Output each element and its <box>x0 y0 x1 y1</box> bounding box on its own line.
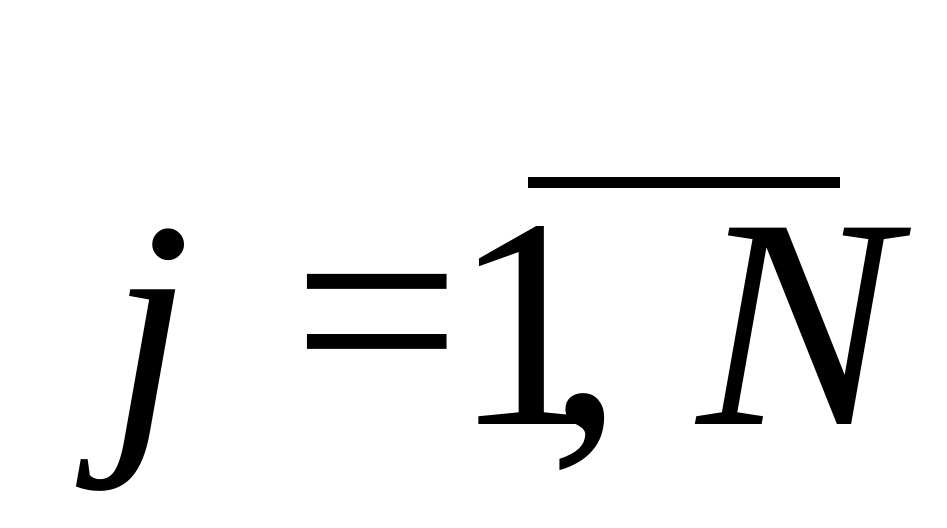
range-end: N <box>697 157 898 489</box>
range-start: 1 <box>452 157 602 489</box>
equals-sign: = <box>292 144 462 476</box>
range-overline <box>528 177 840 188</box>
range-separator: , <box>548 157 623 489</box>
index-variable: j <box>108 160 192 492</box>
